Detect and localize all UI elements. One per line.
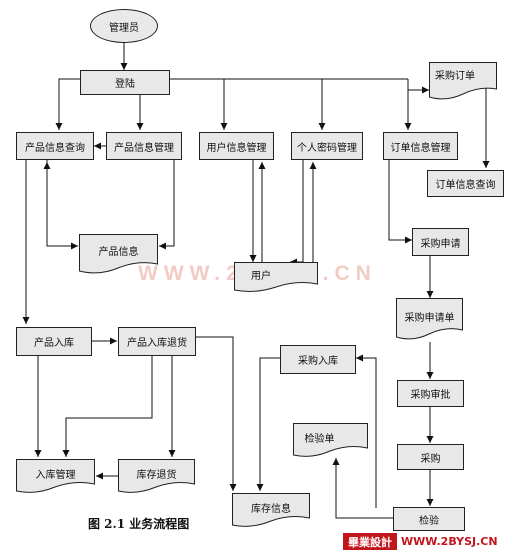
node-login-label: 登陆 [115, 79, 135, 90]
node-admin[interactable]: 管理员 [90, 9, 158, 43]
doc-product-info[interactable]: 产品信息 [79, 234, 158, 276]
doc-stock-info-label: 库存信息 [251, 503, 291, 515]
doc-shape [429, 62, 497, 100]
doc-shape [16, 459, 95, 493]
doc-inbound-manage[interactable]: 入库管理 [16, 459, 95, 495]
doc-shape [234, 262, 318, 292]
doc-purchase-apply-form-label: 采购申请单 [404, 312, 455, 324]
node-admin-label: 管理员 [109, 22, 139, 34]
doc-check-form-label: 检验单 [304, 433, 335, 445]
node-purchase-label: 采购 [420, 453, 441, 465]
node-inspect-label: 检验 [419, 515, 439, 527]
node-purchase-approve-label: 采购审批 [410, 390, 451, 401]
badge-left: 畢業設計 [343, 533, 397, 550]
doc-stock-return-label: 库存退货 [136, 469, 177, 481]
node-password-manage[interactable]: 个人密码管理 [291, 132, 363, 160]
node-user-manage-label: 用户信息管理 [206, 142, 267, 154]
doc-shape [79, 234, 158, 274]
doc-stock-return[interactable]: 库存退货 [118, 459, 195, 495]
edge-return-to-inbound [62, 356, 153, 457]
figure-caption: 图 2.1 业务流程图 [88, 517, 190, 531]
site-badge: 畢業設計 WWW.2BYSJ.CN [343, 533, 516, 550]
edge-inspect-to-purchase-in [356, 354, 377, 508]
node-purchase-apply[interactable]: 采购申请 [412, 228, 469, 256]
doc-purchase-order[interactable]: 采购订单 [429, 62, 497, 102]
edge-purchase-in-to-stock [256, 357, 280, 491]
doc-stock-info[interactable]: 库存信息 [232, 493, 310, 529]
edge-password-doc-down [290, 160, 304, 266]
edge-inspect-to-check [332, 458, 393, 519]
doc-user[interactable]: 用户 [234, 262, 318, 294]
doc-shape [118, 459, 195, 493]
node-purchase-in-label: 采购入库 [298, 356, 338, 367]
node-order-query[interactable]: 订单信息查询 [427, 170, 504, 197]
node-product-manage-label: 产品信息管理 [114, 142, 174, 154]
node-product-query[interactable]: 产品信息查询 [16, 132, 94, 160]
node-order-manage[interactable]: 订单信息管理 [383, 132, 458, 160]
edge-order-to-po [407, 86, 429, 130]
doc-purchase-apply-form[interactable]: 采购申请单 [396, 298, 463, 342]
node-purchase-in[interactable]: 采购入库 [280, 345, 356, 374]
node-password-manage-label: 个人密码管理 [297, 142, 357, 154]
edge-query-info [46, 160, 78, 250]
doc-shape [396, 298, 463, 340]
node-product-return[interactable]: 产品入库退货 [118, 327, 196, 356]
edge-return-to-stock-info [196, 336, 237, 491]
doc-check-form[interactable]: 检验单 [293, 423, 368, 459]
doc-purchase-order-label: 采购订单 [435, 71, 475, 82]
node-order-manage-label: 订单信息管理 [390, 142, 451, 154]
edge-manage-info [159, 160, 175, 250]
node-product-query-label: 产品信息查询 [25, 142, 85, 154]
node-product-in-label: 产品入库 [34, 338, 74, 349]
node-product-return-label: 产品入库退货 [127, 338, 187, 349]
doc-shape [293, 423, 368, 457]
node-purchase[interactable]: 采购 [397, 444, 464, 470]
doc-user-label: 用户 [251, 270, 271, 282]
node-purchase-approve[interactable]: 采购审批 [397, 380, 464, 407]
node-inspect[interactable]: 检验 [393, 507, 465, 531]
edge-order-to-apply [388, 160, 412, 244]
node-product-in[interactable]: 产品入库 [16, 327, 92, 356]
edge-login-product-query [55, 78, 80, 130]
node-login[interactable]: 登陆 [80, 70, 170, 95]
node-product-manage[interactable]: 产品信息管理 [106, 132, 182, 160]
badge-right: WWW.2BYSJ.CN [401, 535, 498, 548]
doc-shape [232, 493, 310, 527]
doc-inbound-manage-label: 入库管理 [35, 469, 76, 481]
node-user-manage[interactable]: 用户信息管理 [199, 132, 274, 160]
node-order-query-label: 订单信息查询 [435, 180, 496, 191]
doc-product-info-label: 产品信息 [98, 246, 139, 258]
node-purchase-apply-label: 采购申请 [420, 238, 461, 250]
